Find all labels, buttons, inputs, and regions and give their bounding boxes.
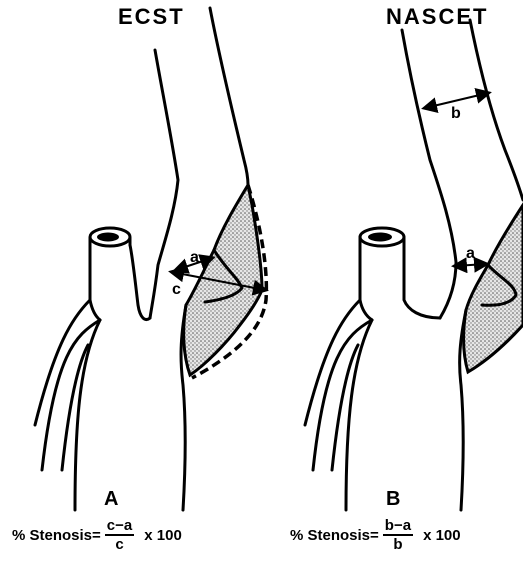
label-a-ecst: a bbox=[190, 249, 199, 266]
panel-a-letter: A bbox=[104, 488, 118, 511]
eca-stump-right-b bbox=[404, 238, 440, 318]
ica-right-wall-a bbox=[210, 8, 248, 185]
ica-left-wall-b bbox=[402, 30, 456, 318]
eca-lumen-a bbox=[97, 233, 119, 242]
label-c-ecst: c bbox=[172, 281, 181, 298]
ica-right-wall-b bbox=[470, 20, 523, 200]
panel-a-title: ECST bbox=[118, 4, 185, 30]
bulb-wall-a bbox=[130, 245, 150, 319]
ica-left-wall-a bbox=[150, 50, 178, 318]
formula-a-fraction: c−a c bbox=[105, 518, 134, 552]
formula-b-numerator: b−a bbox=[383, 518, 413, 536]
eca-lumen-b bbox=[368, 233, 392, 242]
eca-stump-a bbox=[90, 238, 100, 320]
formula-b-suffix: x 100 bbox=[423, 527, 461, 544]
formula-a-prefix: % Stenosis bbox=[12, 527, 92, 544]
formula-a-numerator: c−a bbox=[105, 518, 134, 536]
formula-b-fraction: b−a b bbox=[383, 518, 413, 552]
label-a-nascet: a bbox=[466, 245, 475, 262]
formula-a-denominator: c bbox=[115, 536, 123, 552]
formula-ecst: % Stenosis= c−a c x 100 bbox=[12, 518, 182, 552]
eca-stump-b bbox=[360, 238, 372, 320]
label-b-nascet: b bbox=[451, 105, 461, 122]
cca-left-wall-b bbox=[346, 320, 372, 510]
panel-a-ecst: a c bbox=[35, 8, 266, 510]
measure-a-nascet bbox=[455, 264, 486, 266]
panel-b-letter: B bbox=[386, 488, 400, 511]
formula-a-suffix: x 100 bbox=[144, 527, 182, 544]
formula-b-denominator: b bbox=[393, 536, 402, 552]
panel-b-title: NASCET bbox=[386, 4, 488, 30]
panel-b-nascet: b a bbox=[305, 20, 523, 510]
formula-nascet: % Stenosis= b−a b x 100 bbox=[290, 518, 461, 552]
plaque-a bbox=[184, 185, 262, 375]
formula-b-prefix: % Stenosis bbox=[290, 527, 370, 544]
